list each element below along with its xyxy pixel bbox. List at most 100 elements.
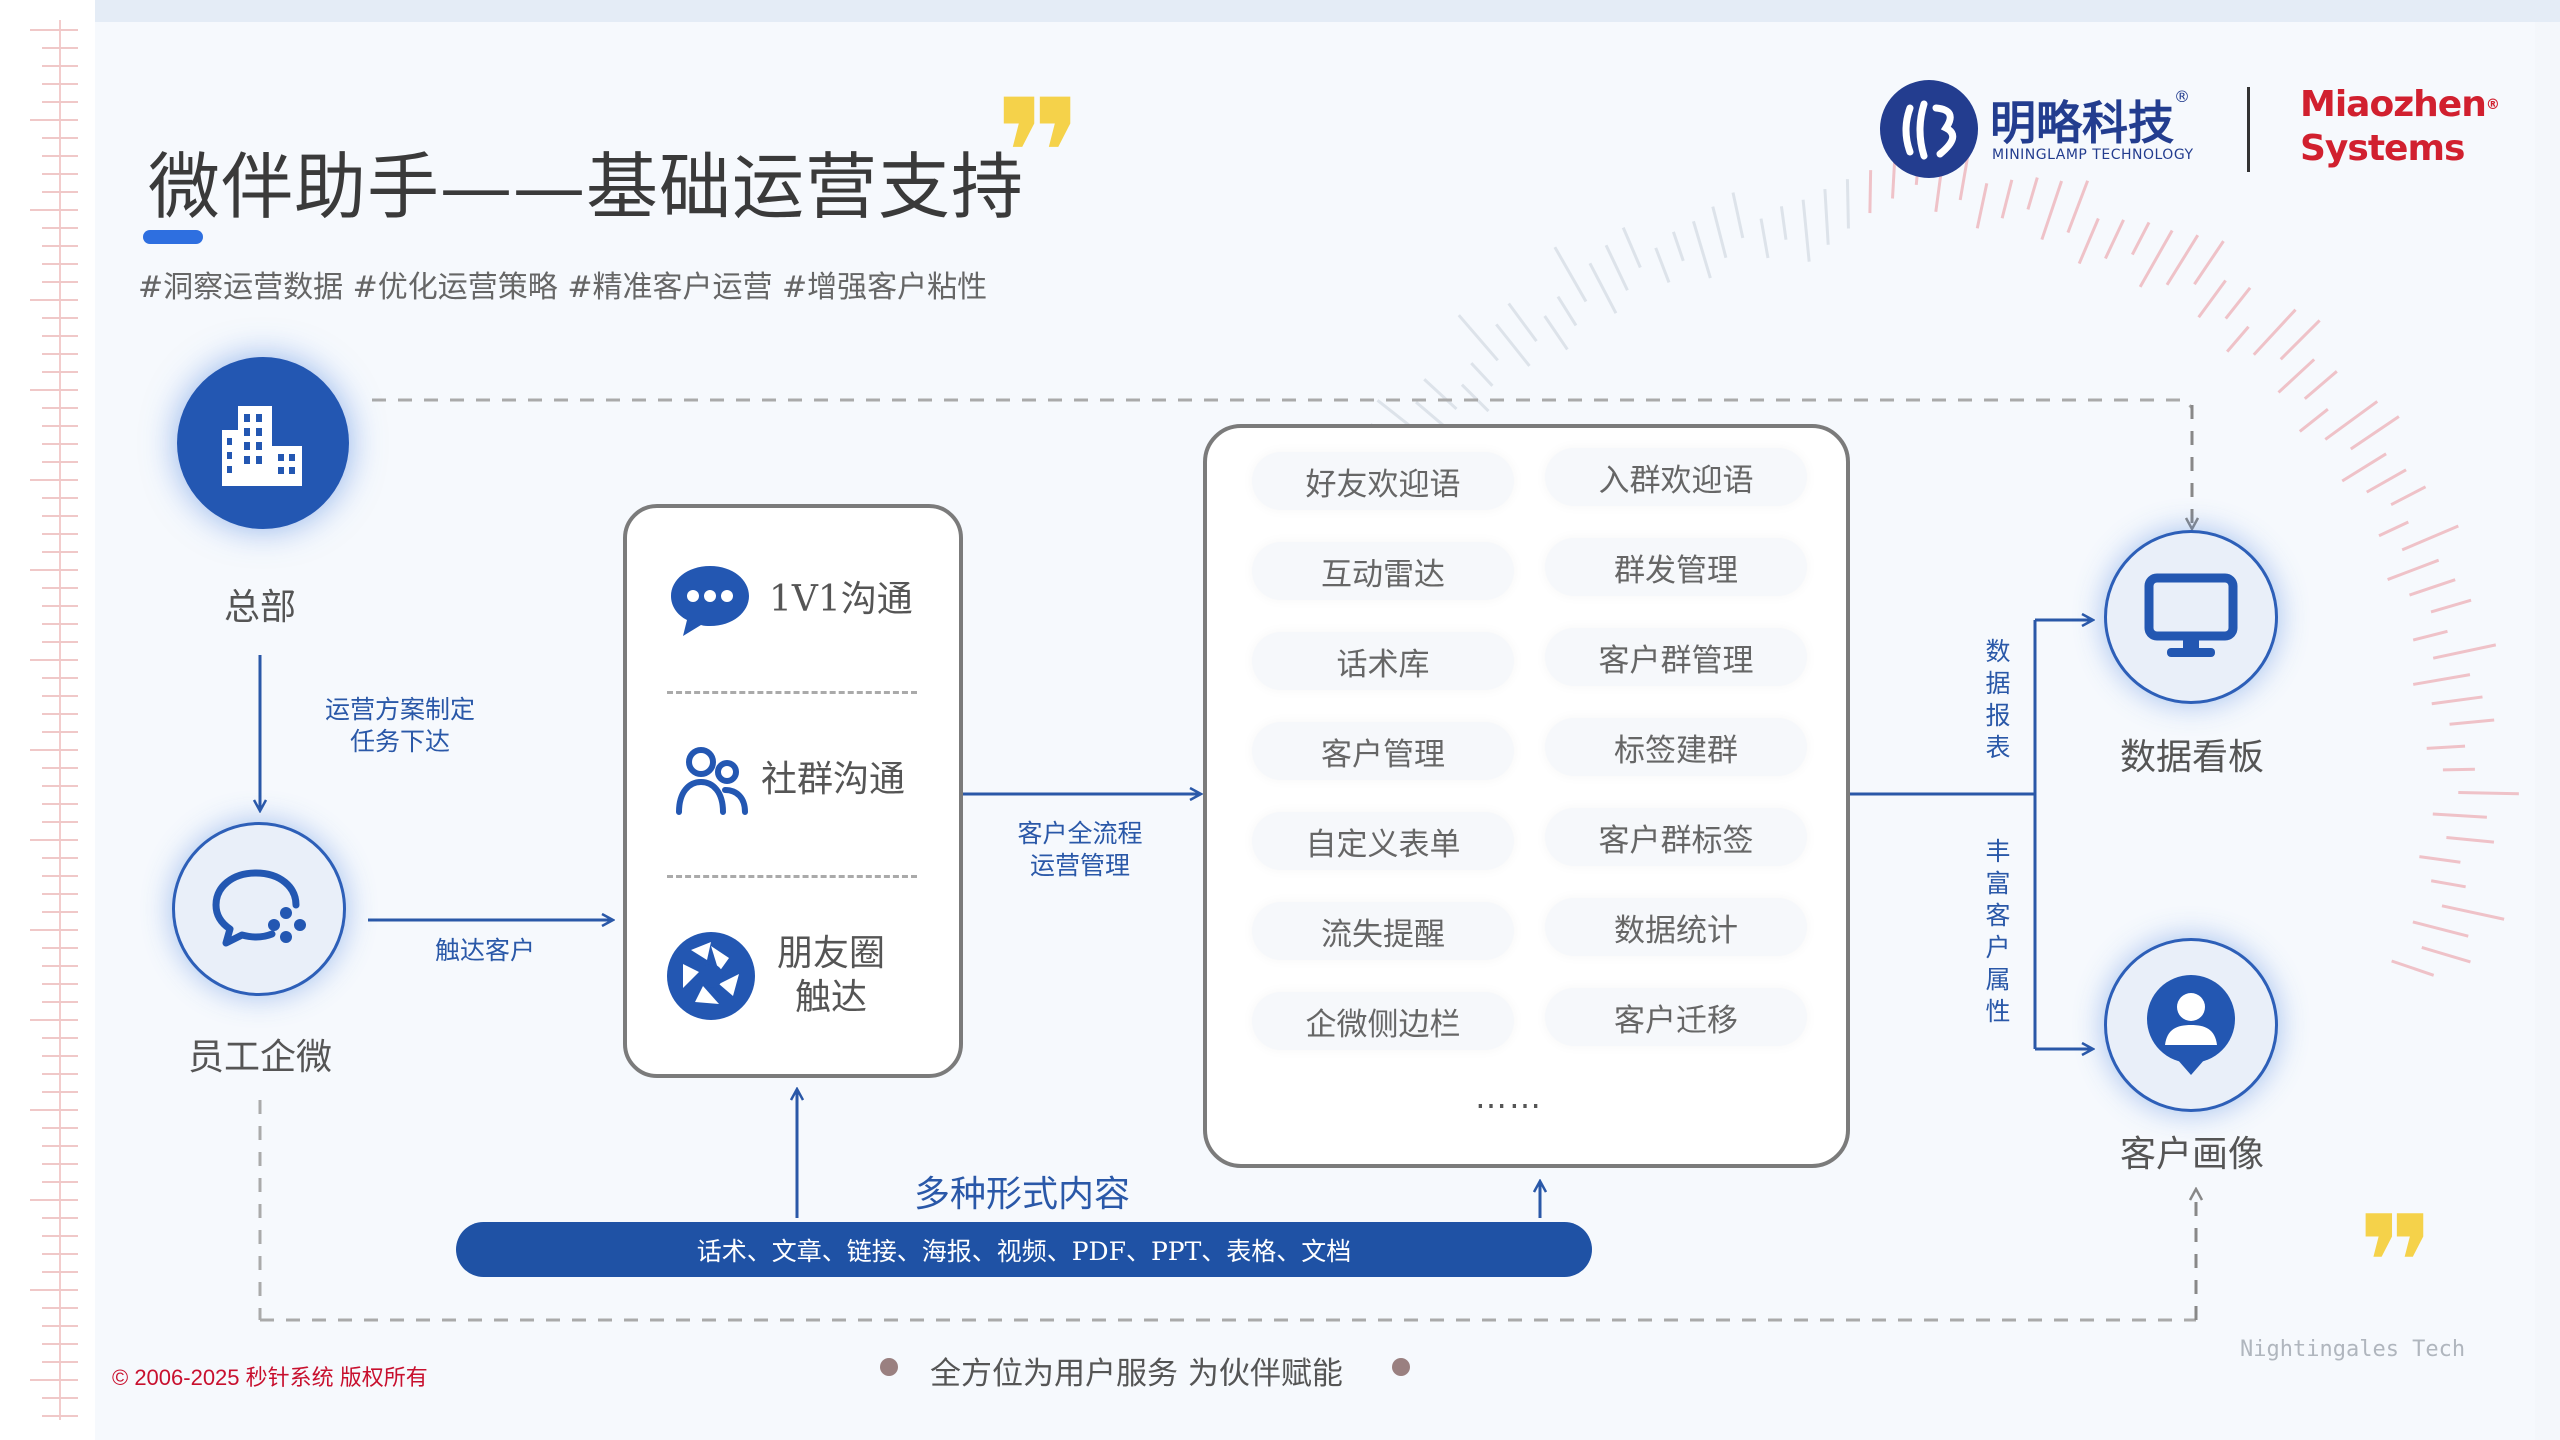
chat-bubble-icon: [671, 566, 749, 636]
radial-tick: [1779, 206, 1788, 240]
radial-tick: [1495, 323, 1531, 367]
quote-mark-icon: ❞: [995, 68, 1084, 242]
radial-tick: [2000, 179, 2014, 219]
footer-bullet: [1392, 1358, 1410, 1376]
radial-tick: [1975, 183, 1989, 229]
radial-tick: [2446, 836, 2495, 844]
radial-tick: [2378, 520, 2409, 538]
footer-bullet: [880, 1358, 898, 1376]
watermark-text: Nightingales Tech: [2240, 1337, 2466, 1362]
radial-tick: [1868, 170, 1873, 214]
radial-tick: [1711, 206, 1728, 259]
radial-tick: [2279, 319, 2321, 361]
logo-divider: [2247, 87, 2250, 172]
radial-tick: [2430, 879, 2466, 889]
radial-tick: [2040, 180, 2064, 241]
radial-tick: [1759, 218, 1770, 259]
radial-tick: [2341, 452, 2387, 483]
radial-tick: [1470, 362, 1494, 387]
radial-tick: [2165, 234, 2200, 286]
radial-tick: [1801, 199, 1811, 262]
miaozhen-logo: Miaozhen® Systems: [2300, 84, 2500, 169]
radial-tick: [1891, 161, 1897, 199]
channel-group-label: 社群沟通: [761, 759, 906, 800]
building-icon: [222, 406, 302, 486]
function-pill: 数据统计: [1545, 898, 1807, 956]
function-pill: 互动雷达: [1252, 542, 1514, 600]
radial-tick: [1588, 262, 1618, 314]
radial-tick: [2458, 791, 2519, 796]
radial-tick: [2298, 407, 2329, 433]
radial-tick: [1654, 247, 1671, 283]
radial-tick: [2349, 415, 2400, 451]
wecom-chat-icon: [212, 869, 306, 947]
function-pill: 标签建群: [1545, 718, 1807, 776]
radial-tick: [1423, 378, 1458, 411]
logo-mark-icon: [1902, 100, 1957, 160]
portrait-label: 客户画像: [2119, 1134, 2264, 1175]
footer-slogan: 全方位为用户服务 为伙伴赋能: [930, 1356, 1343, 1392]
radial-tick: [2390, 485, 2427, 507]
channel-separator: [667, 875, 917, 878]
radial-tick: [2224, 286, 2252, 320]
radial-tick: [1460, 383, 1490, 413]
radial-tick: [2412, 673, 2471, 686]
function-pill: 群发管理: [1545, 538, 1807, 596]
radial-tick: [2432, 812, 2487, 819]
radial-tick: [2387, 558, 2440, 581]
radial-tick: [2324, 400, 2379, 441]
radial-tick: [1507, 302, 1538, 343]
edge-label-reach: 触达客户: [434, 936, 535, 965]
page-title: 微伴助手——基础运营支持: [148, 145, 1025, 229]
employee-node: [172, 822, 346, 996]
hq-label: 总部: [223, 587, 296, 628]
radial-tick: [1845, 179, 1850, 229]
radial-tick: [1621, 227, 1642, 269]
ruler-decoration: [30, 20, 78, 1420]
radial-tick: [2131, 221, 2151, 256]
employee-label: 员工企微: [187, 1037, 332, 1078]
radial-tick: [2104, 219, 2125, 260]
radial-tick: [2077, 217, 2100, 265]
radial-tick: [2303, 370, 2338, 400]
radial-tick: [2442, 767, 2475, 772]
monitor-icon: [2144, 573, 2238, 657]
radial-tick: [1604, 244, 1629, 291]
user-portrait-icon: [2147, 975, 2235, 1075]
mininglamp-logo-icon: [1880, 80, 1978, 178]
channels-box: 1V1沟通 社群沟通 朋友圈 触达: [623, 504, 963, 1078]
title-underline: [143, 230, 203, 244]
channel-moments: 朋友圈 触达: [627, 928, 959, 1024]
mininglamp-cn-name: 明略科技®: [1990, 87, 2190, 150]
channel-separator: [667, 691, 917, 694]
radial-tick: [2391, 959, 2435, 977]
radial-tick: [2421, 946, 2471, 964]
radial-tick: [1543, 315, 1569, 351]
dashboard-label: 数据看板: [2119, 737, 2264, 778]
radial-tick: [2426, 744, 2466, 750]
radial-tick: [2441, 904, 2505, 921]
radial-tick: [2409, 578, 2456, 597]
radial-tick: [2197, 279, 2227, 319]
radial-tick: [2066, 180, 2090, 234]
function-pill: 自定义表单: [1252, 812, 1514, 870]
radial-tick: [2277, 358, 2316, 394]
radial-tick: [2431, 695, 2483, 706]
dashboard-node: [2104, 530, 2278, 704]
radial-tick: [1556, 295, 1578, 327]
function-pill: 客户群管理: [1545, 628, 1807, 686]
radial-tick: [2026, 177, 2039, 210]
portrait-node: [2104, 938, 2278, 1112]
mininglamp-en-name: MININGLAMP TECHNOLOGY: [1992, 147, 2194, 163]
radial-tick: [2138, 229, 2174, 288]
function-pill: 好友欢迎语: [1252, 452, 1514, 510]
more-functions-ellipsis: ……: [1475, 1078, 1543, 1116]
function-pill: 客户管理: [1252, 722, 1514, 780]
radial-tick: [2430, 598, 2472, 614]
hq-node: [177, 357, 349, 529]
radial-tick: [2449, 718, 2495, 726]
radial-tick: [1692, 220, 1712, 279]
radial-tick: [1731, 192, 1745, 239]
radial-tick: [1553, 246, 1588, 303]
group-users-icon: [676, 747, 748, 815]
